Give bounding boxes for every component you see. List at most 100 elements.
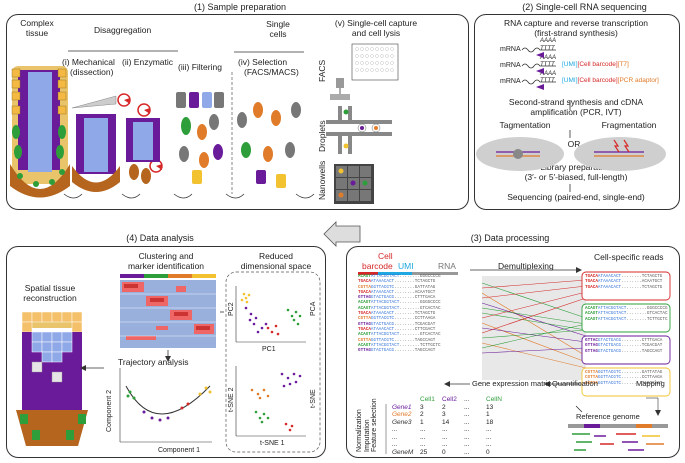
label-facs-macs: (FACS/MACS) bbox=[244, 67, 299, 77]
gem-cell: ... bbox=[420, 426, 426, 433]
read-line: TGACAATAAACACT........TCTAGCTG bbox=[358, 279, 436, 285]
gem-gene: Gene1 bbox=[392, 403, 412, 411]
panel-3-title: (3) Data processing bbox=[470, 233, 550, 243]
gem-cell: ... bbox=[464, 448, 470, 456]
label-mrna-1: mRNA bbox=[500, 46, 521, 53]
read-line: TGACAATAAACACT........CTTCGACT bbox=[358, 326, 436, 332]
label-normalization: Normalization bbox=[356, 409, 363, 452]
gem-cell: ... bbox=[442, 433, 448, 441]
label-dissection: (dissection) bbox=[70, 67, 114, 77]
gem-cell: 1 bbox=[420, 418, 424, 426]
droplet-cells bbox=[343, 109, 381, 149]
selected-cells bbox=[237, 102, 301, 188]
rnaseq-illustration bbox=[476, 47, 666, 192]
gem-cell: 18 bbox=[486, 418, 494, 426]
analysis-illustration bbox=[16, 271, 321, 453]
gem-cell: 1 bbox=[486, 411, 490, 418]
polyt-3: TTTT bbox=[540, 78, 555, 84]
label-mrna-3: mRNA bbox=[500, 78, 521, 85]
label-rna: RNA bbox=[438, 261, 456, 271]
spatial-reconstruction bbox=[16, 311, 88, 446]
sorted-read-line: CGTTAGGTTACGTC........GATTATAG bbox=[585, 370, 663, 375]
sample-prep-illustration bbox=[10, 43, 399, 204]
label-barcode: barcode bbox=[362, 261, 393, 271]
polya-3: AAAA bbox=[540, 71, 557, 77]
label-second-strand: Second-strand synthesis and cDNA bbox=[508, 97, 644, 107]
sorted-read-line: TGACAATAAACACT........TCTAGCTG bbox=[585, 274, 663, 279]
label-quantification: Quantification bbox=[552, 379, 598, 388]
flow-arrow bbox=[323, 221, 361, 247]
read-line: GTTAGGTACTGACG........CTTTGACA bbox=[358, 295, 436, 301]
gem-cell: ... bbox=[464, 411, 470, 418]
polya-1: AAAA bbox=[540, 38, 557, 44]
gem-cell: ... bbox=[442, 441, 448, 448]
gem-cell: ... bbox=[486, 433, 492, 441]
gem-cell: 3 bbox=[420, 403, 424, 411]
gem-col-header: Cell1 bbox=[420, 396, 435, 403]
gem-gene: Gene3 bbox=[392, 418, 412, 426]
gem-row: ............... bbox=[392, 434, 512, 442]
label-tagmentation: Tagmentation bbox=[499, 120, 551, 130]
read-line: TGACAATAAACACT........TCTAGCTG bbox=[358, 311, 436, 317]
label-dimspace: dimensional space bbox=[240, 261, 312, 271]
label-cell-specific-reads: Cell-specific reads bbox=[594, 252, 664, 262]
heatmap bbox=[120, 274, 216, 348]
gem-gene: Gene2 bbox=[392, 411, 412, 418]
label-disaggregation: Disaggregation bbox=[94, 25, 152, 35]
polyt-2: TTTT bbox=[540, 62, 555, 68]
crypt-tissue bbox=[10, 66, 70, 198]
processing-lines bbox=[358, 267, 671, 454]
gem-cell: ... bbox=[486, 441, 492, 448]
label-capture: (v) Single-cell capture bbox=[334, 18, 418, 28]
label-tsne1: t-SNE 1 bbox=[260, 440, 285, 447]
sorted-read-line: CGTTAGGTTACGTC........CCTTAAGA bbox=[585, 375, 663, 381]
gem-cell: ... bbox=[464, 441, 470, 448]
label-amplification: amplification (PCR, IVT) bbox=[530, 107, 622, 117]
polya-2: AAAA bbox=[540, 55, 557, 61]
trajectory-points bbox=[126, 386, 212, 422]
filter-cells bbox=[176, 92, 224, 184]
gem-cell: ... bbox=[420, 433, 426, 441]
sorted-read-line: ACAGTATTACGGTACT........GGGCCCCG bbox=[585, 306, 668, 311]
gem-cell: ... bbox=[420, 441, 426, 448]
label-library: Library preparation bbox=[540, 162, 612, 172]
gem-cell: 0 bbox=[442, 448, 446, 456]
label-selection: (iv) Selection bbox=[238, 57, 288, 67]
label-umi: UMI bbox=[398, 261, 414, 271]
gem-cell: 13 bbox=[486, 403, 494, 411]
label-rt: RNA capture and reverse transcription bbox=[503, 18, 649, 28]
gem-cell: ... bbox=[464, 403, 470, 411]
label-pc1: PC1 bbox=[262, 346, 276, 353]
label-marker: marker identification bbox=[127, 261, 205, 271]
read-line: CGTTAGGTTACGTC........CCTTAAGA bbox=[358, 316, 436, 322]
panel-1-title: (1) Sample preparation bbox=[193, 2, 287, 12]
gem-cell: 25 bbox=[420, 448, 428, 456]
label-lysis: and cell lysis bbox=[351, 28, 401, 38]
sorted-read-line: GTTACGTACTGACG........CTTTGACA bbox=[585, 338, 663, 343]
gem-gene: ... bbox=[392, 433, 398, 441]
label-imputation: Imputation bbox=[363, 419, 371, 452]
gem-cell: 2 bbox=[420, 411, 424, 418]
sorted-read-line: TGACAATAAACACT........TCTAGCTG bbox=[585, 284, 663, 290]
panel-2-title: (2) Single-cell RNA sequencing bbox=[522, 2, 647, 12]
gem-cell: 3 bbox=[442, 411, 446, 418]
gem-cell: ... bbox=[464, 418, 470, 426]
read-line: GTTAGGTACTGACG........TAGCCAGT bbox=[358, 348, 436, 354]
sorted-read-line: TGACAATAAACACT........ACAATGCT bbox=[585, 279, 663, 285]
pca-scatter bbox=[240, 292, 302, 336]
read-line: GTTAGGTACTGACG........TCGACGAT bbox=[358, 321, 436, 327]
read-line: ACAGTATTACGGTACT........GGGCCCCG bbox=[358, 274, 441, 279]
gem-cell: ... bbox=[486, 426, 492, 433]
label-mapping: Mapping bbox=[636, 379, 665, 388]
label-library-bias: (3′- or 5′-biased, full-length) bbox=[524, 172, 628, 182]
label-component1: Component 1 bbox=[158, 447, 201, 454]
label-demux: Demultiplexing bbox=[498, 261, 554, 271]
read-line: ACAGTATTACGGTACT........TCTTGCTC bbox=[358, 342, 441, 348]
label-filtering: (iii) Filtering bbox=[178, 62, 222, 72]
gem-col-header: CellN bbox=[486, 396, 502, 403]
